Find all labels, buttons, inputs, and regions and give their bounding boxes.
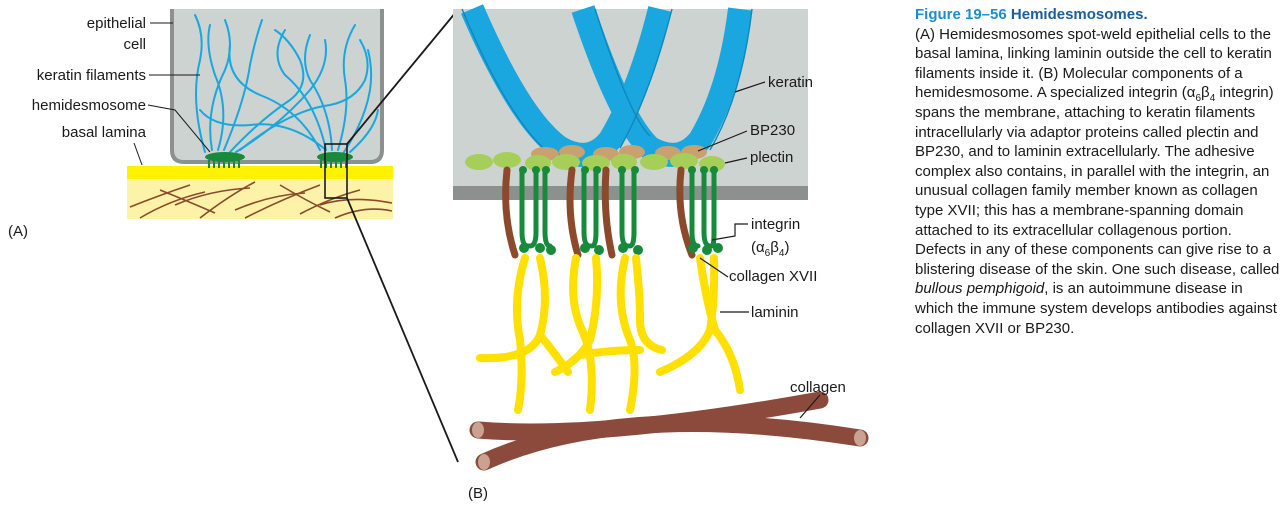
label-cell: cell <box>123 36 146 53</box>
collagen-fiber-ends <box>472 422 866 470</box>
label-basal-lamina: basal lamina <box>62 124 147 141</box>
label-laminin: laminin <box>751 304 799 321</box>
panel-a-label: (A) <box>8 223 28 240</box>
basal-lamina-fibers <box>129 181 393 219</box>
label-collagen-xvii: collagen XVII <box>729 268 817 285</box>
plectin-proteins <box>465 152 725 172</box>
panel-b-leaders <box>697 81 821 419</box>
zoom-box <box>324 143 348 199</box>
zoom-lines <box>346 11 459 463</box>
keratin-filaments <box>194 14 379 153</box>
panel-a-leaders <box>133 22 211 166</box>
collagen-fibers <box>469 391 869 471</box>
label-integrin-subunits: (α6β4) <box>751 239 789 259</box>
caption-body: (A) Hemidesmosomes spot-weld epithelial … <box>915 25 1280 337</box>
panel-b-label: (B) <box>468 485 488 502</box>
label-integrin: integrin <box>751 216 800 233</box>
label-plectin: plectin <box>750 149 793 166</box>
panel-b: keratin BP230 plectin integrin (α6β4) co… <box>453 4 869 502</box>
panel-a: epithelial cell keratin filaments hemide… <box>8 9 393 240</box>
integrin-heads <box>519 166 723 255</box>
label-epithelial: epithelial <box>87 15 146 32</box>
hemidesmosome-right <box>317 152 353 168</box>
collagen-xvii-molecules <box>502 166 696 259</box>
label-collagen: collagen <box>790 379 846 396</box>
label-hemidesmosome: hemidesmosome <box>32 97 146 114</box>
label-bp230: BP230 <box>750 122 795 139</box>
label-keratin-filaments: keratin filaments <box>37 67 146 84</box>
laminin-molecules <box>476 254 744 414</box>
figure-title: Hemidesmosomes. <box>1010 6 1148 23</box>
plasma-membrane <box>453 186 808 200</box>
hemidesmosome-left <box>205 152 245 168</box>
basal-lamina-dense-layer <box>127 166 393 179</box>
disease-name: bullous pemphigoid <box>915 280 1045 298</box>
figure-number: Figure 19–56 <box>915 6 1007 23</box>
figure-caption: Figure 19–56 Hemidesmosomes. (A) Hemides… <box>915 5 1285 338</box>
label-keratin: keratin <box>768 74 813 91</box>
